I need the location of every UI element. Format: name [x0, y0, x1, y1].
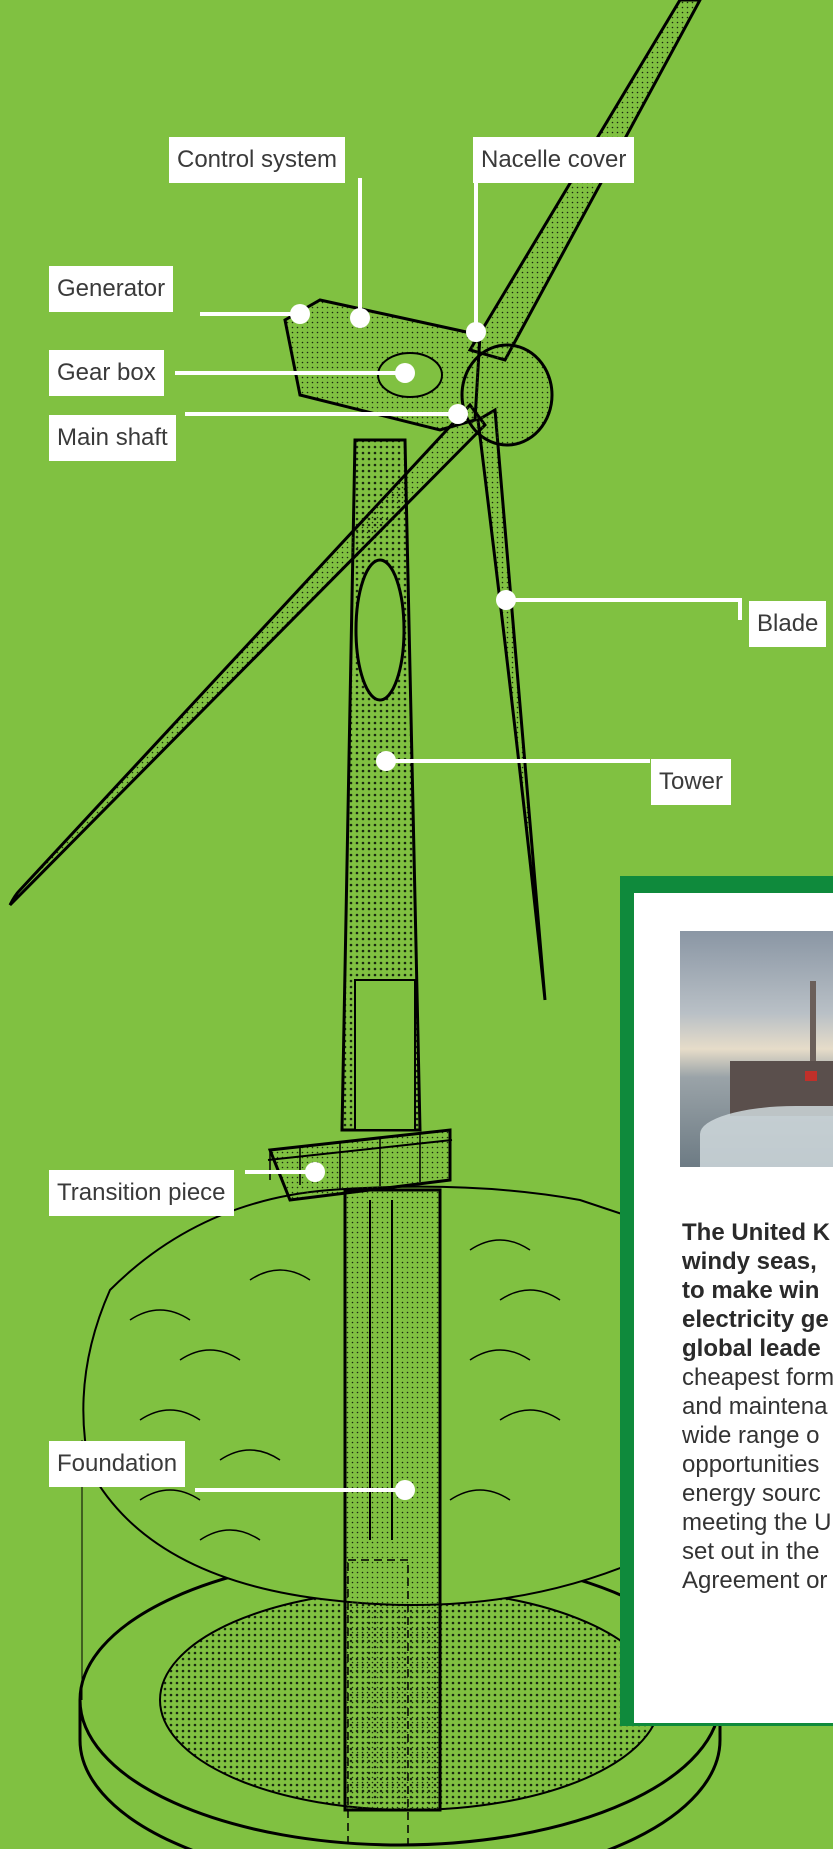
panel-body-line: meeting the U	[682, 1508, 833, 1537]
panel-body-line: energy sourc	[682, 1479, 833, 1508]
label-blade: Blade	[749, 601, 826, 647]
label-control-system: Control system	[169, 137, 345, 183]
info-panel: The United K windy seas, to make win ele…	[634, 893, 833, 1723]
panel-body-line: Agreement or	[682, 1566, 833, 1595]
ship-photo	[680, 931, 833, 1167]
panel-body-line: opportunities	[682, 1450, 833, 1479]
label-foundation: Foundation	[49, 1441, 185, 1487]
panel-bold-line: global leade	[682, 1334, 833, 1363]
foundation-pile	[345, 1190, 440, 1849]
label-gear-box: Gear box	[49, 350, 164, 396]
ship-flag	[805, 1071, 817, 1081]
panel-bold-line: electricity ge	[682, 1305, 833, 1334]
panel-body-line: wide range o	[682, 1421, 833, 1450]
panel-body-line: cheapest form	[682, 1363, 833, 1392]
label-generator: Generator	[49, 266, 173, 312]
ship-crane	[810, 981, 816, 1066]
label-main-shaft: Main shaft	[49, 415, 176, 461]
panel-bold-line: windy seas,	[682, 1247, 833, 1276]
panel-bold-line: The United K	[682, 1218, 833, 1247]
panel-text: The United K windy seas, to make win ele…	[682, 1218, 833, 1595]
lower-blade	[478, 410, 545, 1000]
panel-body-line: set out in the	[682, 1537, 833, 1566]
panel-body-line: and maintena	[682, 1392, 833, 1421]
label-transition-piece: Transition piece	[49, 1170, 234, 1216]
label-nacelle-cover: Nacelle cover	[473, 137, 634, 183]
label-tower: Tower	[651, 759, 731, 805]
panel-bold-line: to make win	[682, 1276, 833, 1305]
sea-spray	[700, 1106, 833, 1167]
